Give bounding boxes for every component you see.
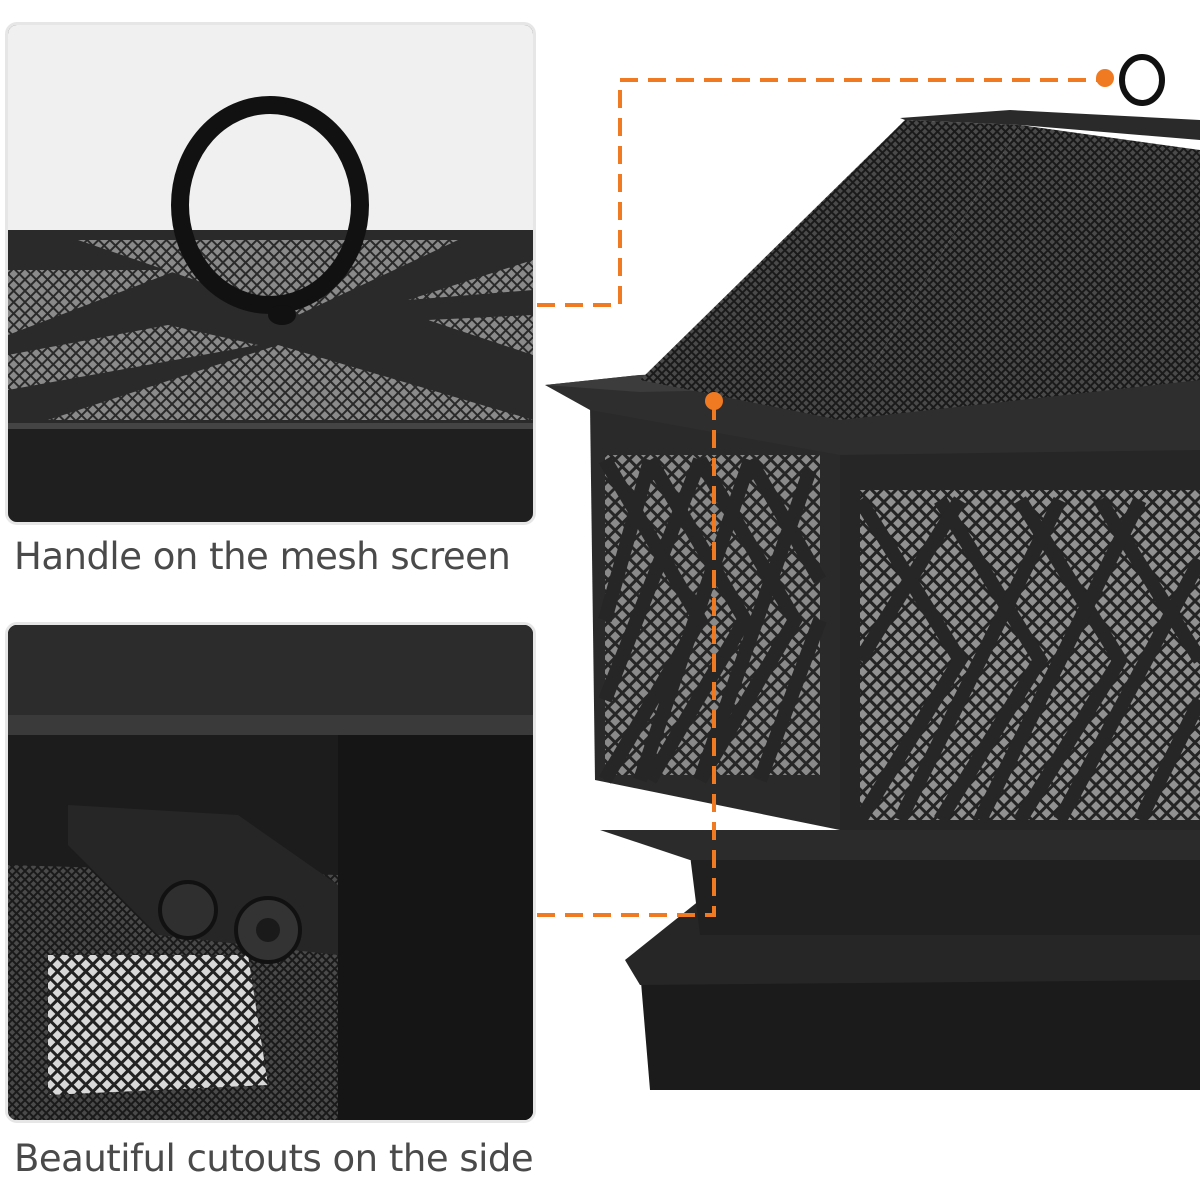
callout-dot-handle: [1096, 69, 1114, 87]
callout-line-handle: [537, 78, 1104, 307]
callout-lines: [537, 78, 1104, 917]
caption-handle: Handle on the mesh screen: [14, 535, 511, 578]
callout-line-cutouts: [537, 402, 716, 917]
lid-ring-handle-icon: [1119, 54, 1165, 106]
cutouts-closeup-photo: [5, 622, 536, 1123]
callout-dot-cutouts: [705, 392, 723, 410]
ring-handle-icon: [171, 96, 369, 314]
caption-cutouts: Beautiful cutouts on the side: [14, 1137, 534, 1180]
handle-closeup-photo: [5, 22, 536, 525]
